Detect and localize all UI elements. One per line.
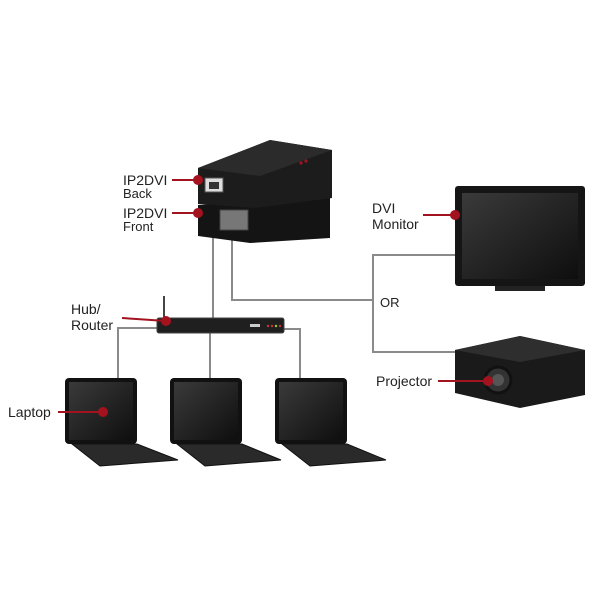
cable-laptop-1 [117, 327, 157, 378]
label-projector: Projector [376, 373, 432, 389]
cable-dvi [231, 225, 373, 301]
callouts [58, 175, 493, 417]
label-or: OR [380, 295, 400, 310]
label-ip2dvi-back: IP2DVI [123, 172, 167, 188]
laptop-2 [170, 378, 282, 467]
label-hub: Hub/ [71, 301, 101, 317]
cable-laptop-3 [283, 328, 301, 378]
cables [117, 192, 455, 378]
projector [455, 336, 585, 408]
label-monitor: Monitor [372, 216, 419, 232]
label-dvi: DVI [372, 200, 395, 216]
laptop-3 [275, 378, 387, 467]
label-laptop: Laptop [8, 404, 51, 420]
label-back: Back [123, 186, 152, 201]
label-ip2dvi-front: IP2DVI [123, 205, 167, 221]
cable-split [372, 254, 455, 353]
laptop-1 [65, 378, 179, 467]
ip2dvi-device [198, 140, 332, 243]
hub-router [156, 317, 285, 334]
label-front: Front [123, 219, 154, 234]
dvi-monitor [455, 186, 585, 291]
label-router: Router [71, 317, 113, 333]
